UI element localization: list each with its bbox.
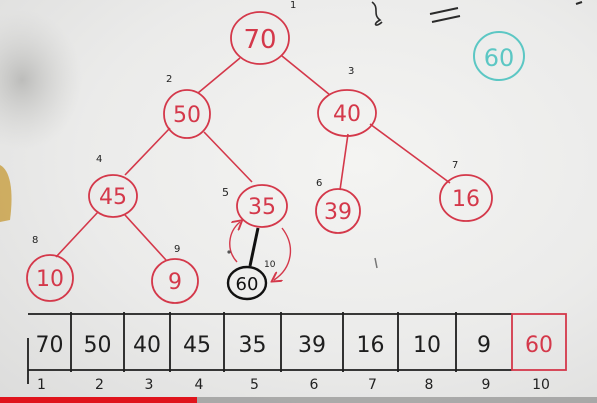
side-note-circle [473,31,525,81]
node-index: 9 [174,244,180,255]
tree-node-3: 40 3 [317,66,377,137]
tree-node-7: 16 7 [439,160,493,222]
array-cell-value: 9 [477,333,491,358]
insert-edge [248,227,260,267]
array-index-label: 2 [95,377,104,393]
mark-dot [227,250,231,254]
tree-node-4: 45 4 [88,154,138,218]
scribble-dash [575,1,583,5]
array-cell-border [511,313,567,371]
array-index-label: 1 [37,377,46,393]
node-index: 6 [316,178,322,189]
array-index-label: 5 [250,377,259,393]
node-value: 50 [173,103,201,128]
array-cell-value: 50 [84,333,112,358]
video-progress-bar[interactable] [0,397,597,403]
array-index-label: 9 [482,377,491,393]
tree-node-6: 39 6 [315,178,361,234]
swap-index-label: 10 [264,260,276,270]
tree-node-9: 9 9 [151,244,199,304]
tree-node-2: 50 2 [163,74,211,139]
array-cell-value: 40 [133,333,161,358]
tree-node-5: 35 5 [222,184,288,228]
node-index: 1 [290,0,296,11]
background-shadow [0,10,82,150]
array-cell-value: 35 [239,333,267,358]
node-index: 2 [166,74,172,85]
array-index-label: 10 [532,377,550,393]
background-object [0,165,12,222]
node-value: 40 [333,102,361,127]
array-frame [27,313,512,384]
array-index-label: 6 [310,377,319,393]
node-value: 39 [324,200,352,225]
tree-node-1: 70 1 [230,0,296,65]
node-value: 10 [36,267,64,292]
node-value: 35 [248,195,276,220]
node-index: 4 [96,154,102,165]
side-note-value: 60 [484,44,515,72]
array-cell-value: 16 [357,333,385,358]
array-index-label: 7 [368,377,377,393]
array-index-label: 3 [145,377,154,393]
array-cell-value: 70 [36,333,64,358]
video-progress-fill [0,397,197,403]
node-index: 7 [452,160,458,171]
array-cell-value: 10 [413,333,441,358]
array-index-label: 4 [195,377,204,393]
swap-arrow-up [229,222,240,263]
array-cell-value: 39 [298,333,326,358]
array-cell-value: 60 [525,333,553,358]
node-value: 45 [99,185,127,210]
tree-edges [55,55,451,261]
tree-node-10-inserted: 60 [226,227,268,301]
node-value: 60 [236,274,259,295]
equals-mark [429,7,461,23]
node-value: 16 [452,187,480,212]
node-value: 9 [168,270,182,295]
node-value: 70 [243,25,276,55]
node-index: 8 [32,235,38,246]
faint-mark [374,257,378,269]
node-index: 5 [222,186,229,199]
swap-arrow-down [274,227,292,280]
array-index-label: 8 [425,377,434,393]
node-index: 3 [348,66,354,77]
scribble-mark [371,1,383,26]
tree-node-8: 10 8 [26,235,74,302]
array-cell-value: 45 [183,333,211,358]
